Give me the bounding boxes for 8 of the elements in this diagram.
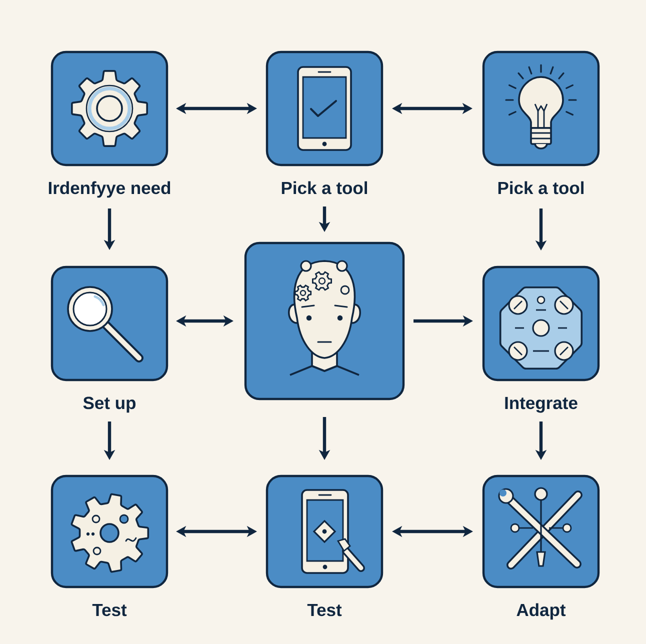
step-label: Set up	[83, 396, 136, 413]
step-label: Test	[92, 604, 127, 616]
step-label: Test	[307, 604, 342, 616]
step-label: Integrate	[505, 396, 578, 413]
step-label: Pick a tool	[498, 181, 584, 194]
step-label: Irdenfyye need	[48, 181, 170, 198]
step-label: Pick a tool	[282, 181, 368, 194]
step-label: Adapt	[516, 603, 566, 620]
